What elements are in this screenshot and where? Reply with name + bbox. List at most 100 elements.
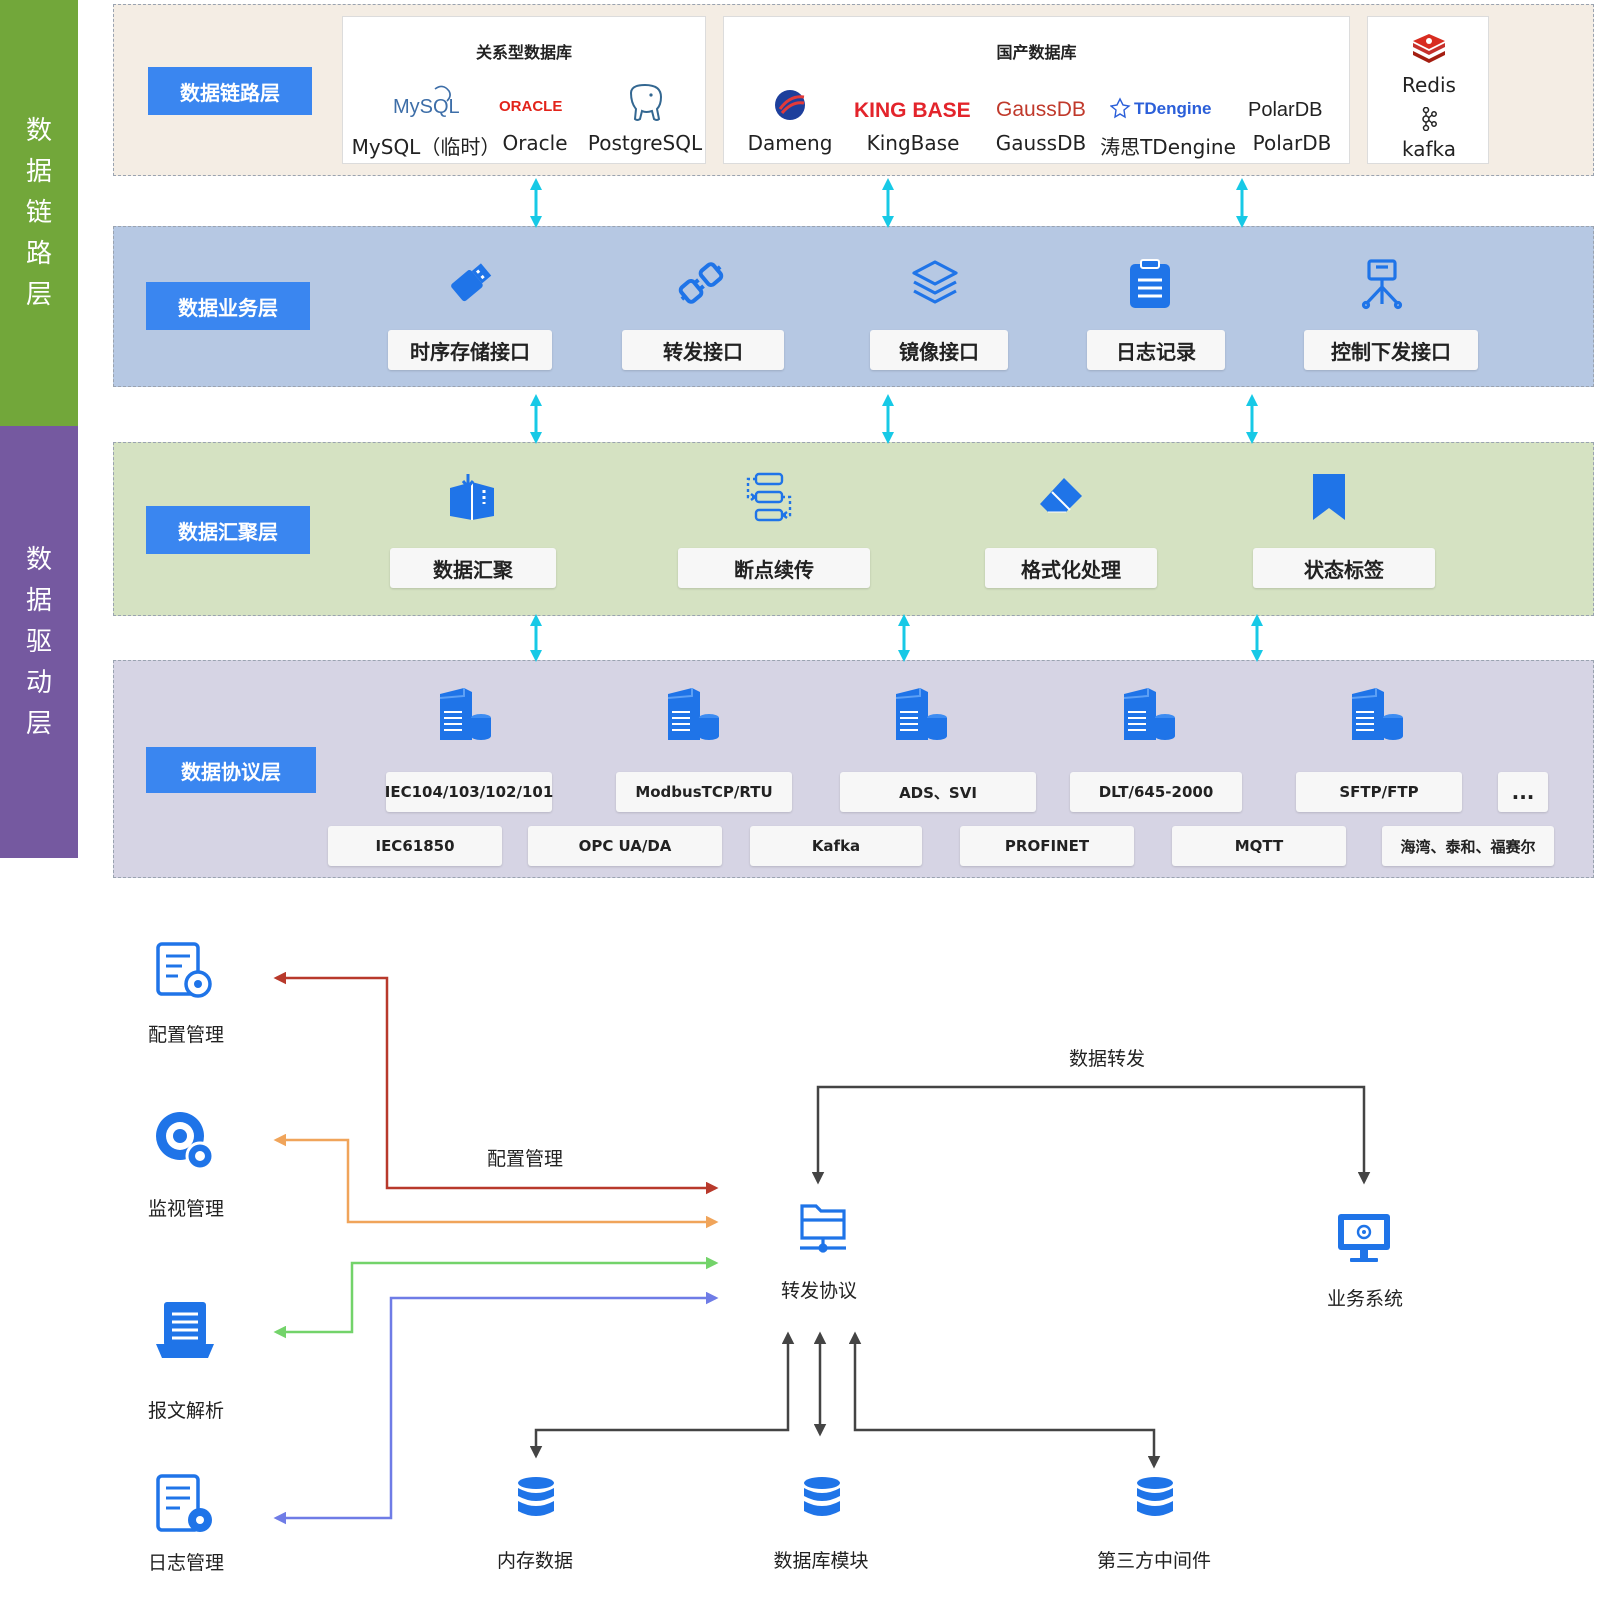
protocol-profinet: PROFINET — [960, 826, 1134, 866]
domestic-db-title: 国产数据库 — [996, 43, 1077, 62]
aggregation-item-status: 状态标签 — [1253, 548, 1435, 588]
server-icon — [1118, 684, 1178, 744]
business-item-log: 日志记录 — [1087, 330, 1225, 370]
bookmark-icon — [1310, 472, 1348, 522]
monitor-line — [273, 1133, 719, 1229]
protocol-fire-alarm-brands: 海湾、泰和、福赛尔 — [1382, 826, 1554, 866]
business-item-control: 控制下发接口 — [1304, 330, 1478, 370]
business-label: 业务系统 — [1326, 1288, 1403, 1310]
oracle-logo: ORACLE — [495, 93, 575, 117]
side-bar-link-layer: 数据链路层 — [0, 0, 78, 426]
server-icon — [662, 684, 722, 744]
layers-icon — [910, 258, 960, 308]
polardb-logo-text: PolarDB — [1248, 99, 1322, 121]
config-doc-gear-icon — [154, 940, 216, 1000]
protocol-sftp: SFTP/FTP — [1296, 772, 1462, 812]
log-doc-gear-icon — [154, 1472, 216, 1536]
layer-data-link: 数据链路层 关系型数据库 MySQL ORACLE MySQL（临时） Orac… — [113, 4, 1594, 176]
database-module-label: 数据库模块 — [773, 1550, 869, 1572]
postgresql-name: PostgreSQL — [587, 131, 703, 155]
kafka-logo — [1419, 106, 1439, 132]
business-item-mirror: 镜像接口 — [870, 330, 1008, 370]
relational-db-title: 关系型数据库 — [475, 43, 572, 62]
forward-label: 数据转发 — [1068, 1048, 1145, 1070]
protocol-ads-svi: ADS、SVI — [840, 772, 1036, 812]
layer-connector-arrows — [530, 178, 1263, 662]
server-icon — [890, 684, 950, 744]
plug-connect-icon — [676, 258, 726, 308]
gaussdb-logo: GaussDB — [992, 93, 1088, 123]
memory-line — [529, 1331, 795, 1459]
protocol-iec61850: IEC61850 — [328, 826, 502, 866]
kingbase-name: KingBase — [866, 131, 960, 155]
server-icon — [434, 684, 494, 744]
database-icon — [516, 1476, 556, 1520]
mysql-name: MySQL（临时） — [351, 135, 501, 159]
side-label-link-layer: 数据链路层 — [25, 115, 52, 310]
polardb-name: PolarDB — [1252, 131, 1332, 155]
log-label: 日志管理 — [147, 1552, 224, 1574]
log-line — [273, 1291, 719, 1525]
protocol-modbus: ModbusTCP/RTU — [616, 772, 792, 812]
usb-plug-icon — [445, 258, 495, 308]
gaussdb-logo-text: GaussDB — [996, 98, 1086, 121]
forward-line — [811, 1085, 1371, 1185]
redis-name: Redis — [1402, 73, 1456, 97]
box-download-icon — [446, 472, 498, 522]
domestic-db-box: 国产数据库 KING BASE GaussDB TDengine — [723, 16, 1350, 164]
polardb-logo: PolarDB — [1244, 93, 1340, 123]
redis-logo — [1411, 33, 1447, 65]
monitor-label: 监视管理 — [147, 1198, 224, 1220]
database-icon — [1135, 1476, 1175, 1520]
memory-label: 内存数据 — [496, 1550, 573, 1572]
tdengine-name: 涛思TDengine — [1100, 135, 1236, 159]
clipboard-icon — [1127, 258, 1173, 310]
protocol-kafka: Kafka — [750, 826, 922, 866]
oracle-logo-text: ORACLE — [499, 98, 562, 115]
server-icon — [1346, 684, 1406, 744]
postgresql-elephant-logo — [623, 83, 667, 127]
oracle-name: Oracle — [502, 131, 568, 155]
bottom-flow-lines — [273, 971, 1371, 1525]
middleware-line — [848, 1331, 1161, 1469]
kafka-name: kafka — [1401, 137, 1456, 161]
kingbase-logo: KING BASE — [852, 95, 976, 123]
database-icon — [802, 1476, 842, 1520]
center-label: 转发协议 — [780, 1280, 857, 1302]
control-icon — [1357, 258, 1407, 310]
laptop-doc-icon — [154, 1298, 216, 1362]
mysql-logo: MySQL — [387, 79, 467, 119]
protocol-more: ... — [1498, 772, 1548, 812]
config-label: 配置管理 — [147, 1024, 224, 1046]
layer-title-data-protocol: 数据协议层 — [146, 747, 316, 793]
protocol-dlt645: DLT/645-2000 — [1070, 772, 1242, 812]
flow-transfer-icon — [744, 472, 796, 522]
gaussdb-name: GaussDB — [995, 131, 1087, 155]
layer-title-data-business: 数据业务层 — [146, 282, 310, 330]
kingbase-logo-text: KING BASE — [854, 99, 971, 122]
monitor-screen-icon — [1336, 1212, 1392, 1266]
protocol-mqtt: MQTT — [1172, 826, 1346, 866]
business-item-timeseries: 时序存储接口 — [388, 330, 552, 370]
eraser-icon — [1036, 474, 1086, 520]
tdengine-logo-text: TDengine — [1134, 99, 1211, 118]
side-label-driver-layer: 数据驱动层 — [25, 544, 52, 739]
parse-label: 报文解析 — [147, 1400, 224, 1422]
aggregation-item-format: 格式化处理 — [985, 548, 1157, 588]
relational-db-box: 关系型数据库 MySQL ORACLE MySQL（临时） Oracle Pos… — [342, 16, 706, 164]
middleware-box: Redis kafka — [1367, 16, 1489, 164]
dameng-name: Dameng — [747, 131, 833, 155]
dameng-logo — [770, 85, 810, 125]
network-folder-icon — [796, 1200, 852, 1256]
monitor-gear-icon — [152, 1108, 218, 1174]
layer-title-data-aggregation: 数据汇聚层 — [146, 506, 310, 554]
side-bar-driver-layer: 数据驱动层 — [0, 426, 78, 858]
business-item-forward: 转发接口 — [622, 330, 784, 370]
aggregation-item-resume: 断点续传 — [678, 548, 870, 588]
protocol-iec104: IEC104/103/102/101 — [385, 772, 553, 812]
tdengine-logo: TDengine — [1109, 95, 1226, 121]
protocol-opc: OPC UA/DA — [528, 826, 722, 866]
mysql-logo-text: MySQL — [393, 96, 460, 118]
layer-title-data-link: 数据链路层 — [148, 67, 312, 115]
third-party-label: 第三方中间件 — [1096, 1550, 1211, 1572]
